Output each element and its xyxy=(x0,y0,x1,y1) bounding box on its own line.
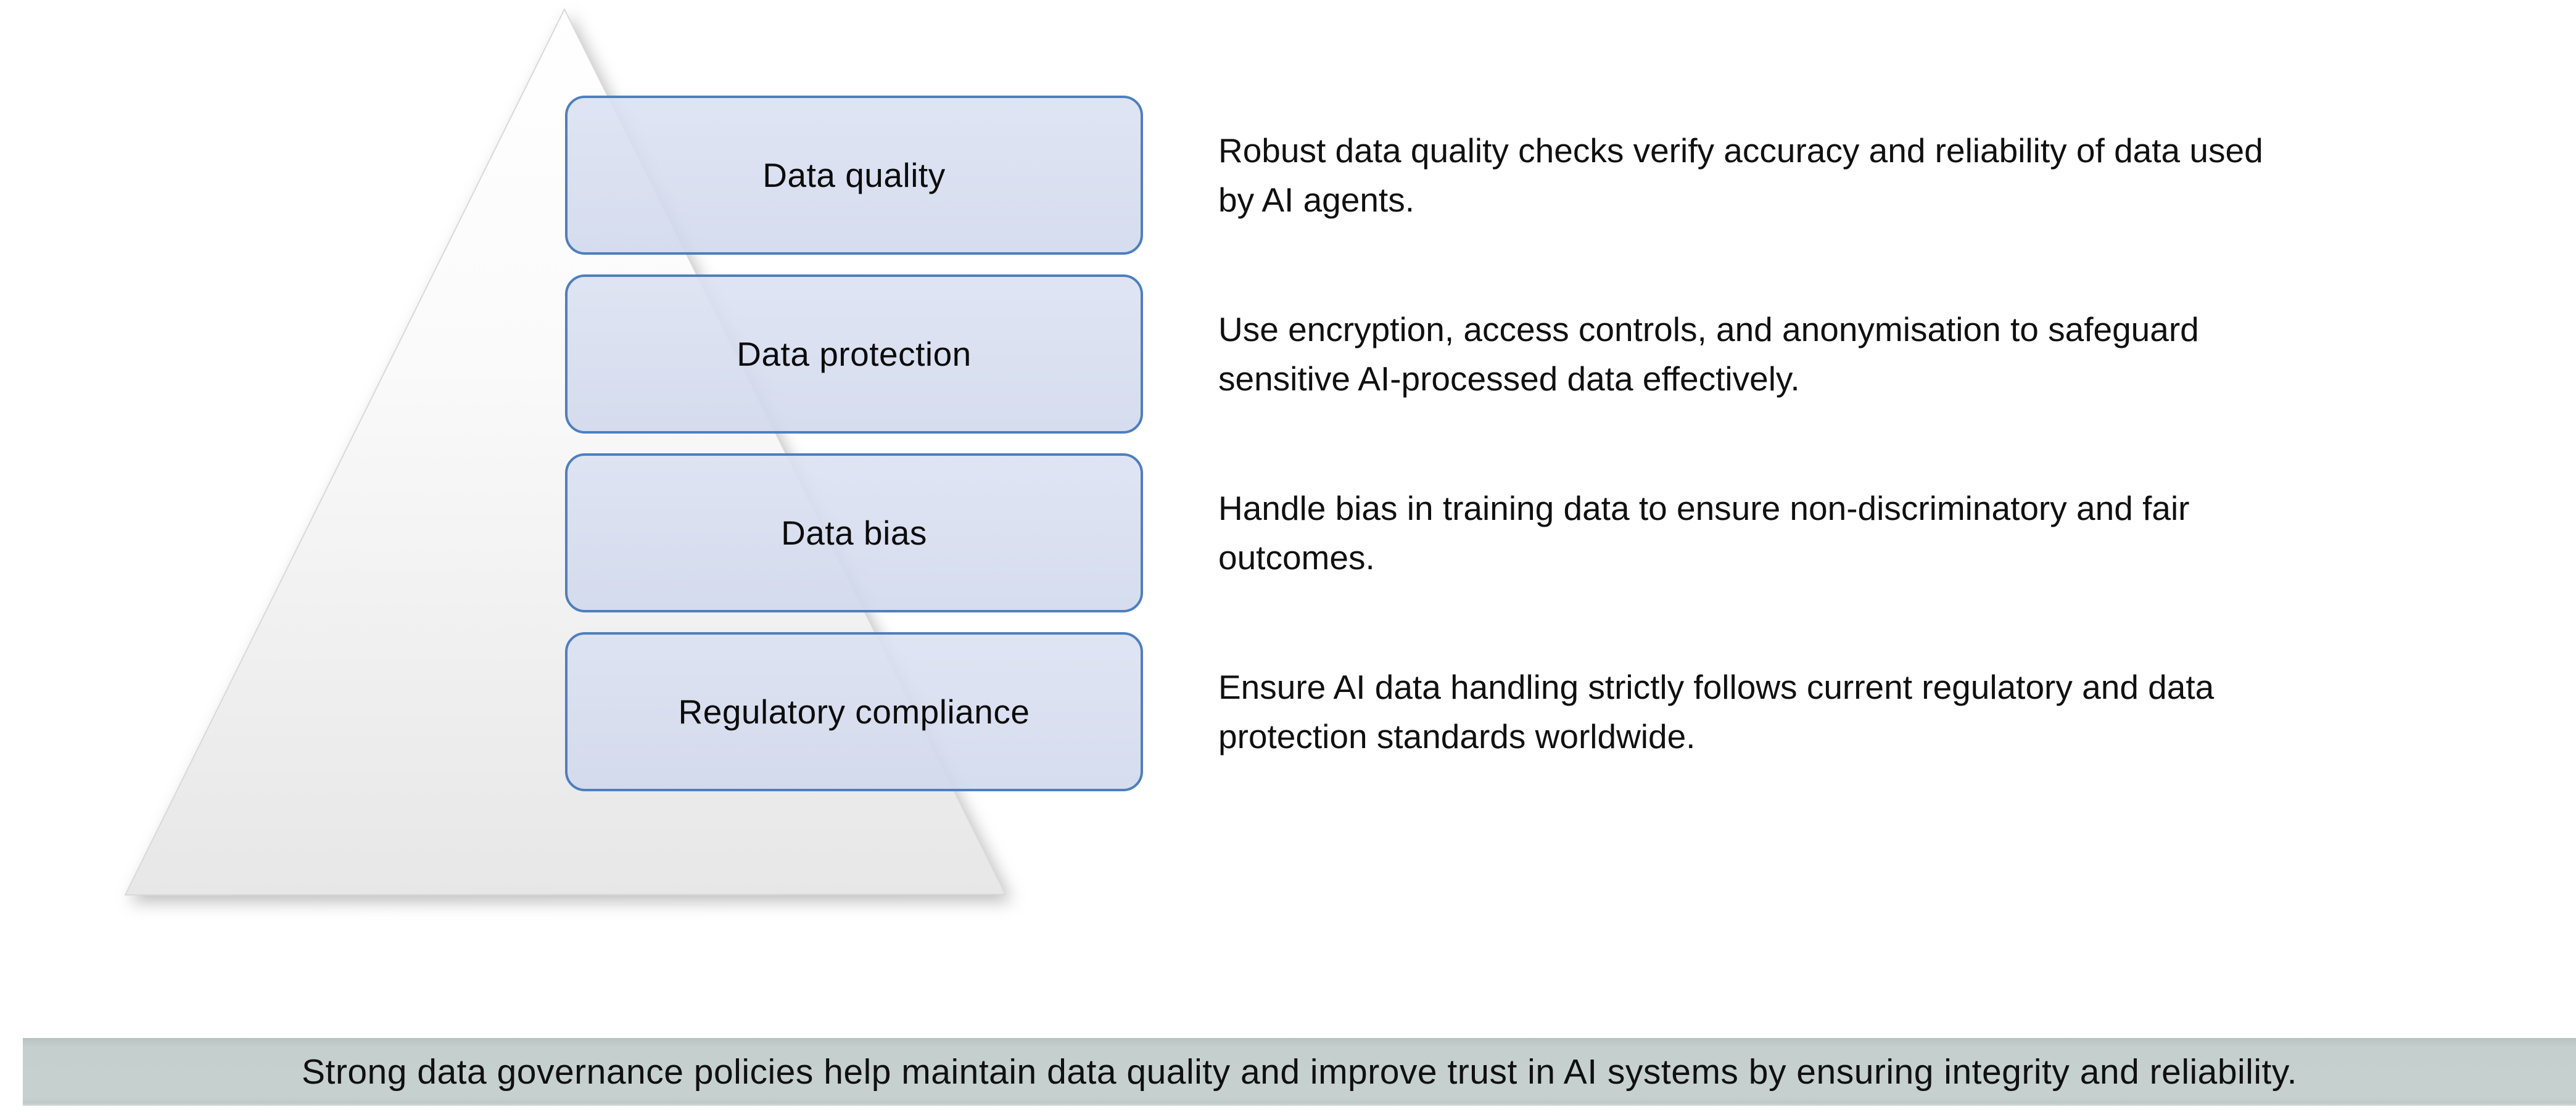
pyramid-box-label: Data quality xyxy=(762,156,946,194)
footer-banner: Strong data governance policies help mai… xyxy=(23,1038,2576,1106)
pyramid-box-data-quality: Data quality xyxy=(565,96,1143,255)
pyramid-box-data-protection: Data protection xyxy=(565,274,1143,434)
pyramid-box-label: Data protection xyxy=(737,335,972,373)
pyramid-box-label: Regulatory compliance xyxy=(678,693,1030,731)
level-description-data-protection: Use encryption, access controls, and ano… xyxy=(1218,310,2199,398)
pyramid-row-data-quality: Data quality Robust data quality checks … xyxy=(565,96,2538,255)
footer-text: Strong data governance policies help mai… xyxy=(302,1052,2297,1092)
pyramid-row-data-bias: Data bias Handle bias in training data t… xyxy=(565,453,2538,612)
pyramid-box-label: Data bias xyxy=(781,514,927,552)
level-description-data-bias: Handle bias in training data to ensure n… xyxy=(1218,489,2190,577)
pyramid-row-data-protection: Data protection Use encryption, access c… xyxy=(565,274,2538,434)
pyramid-box-regulatory-compliance: Regulatory compliance xyxy=(565,632,1143,791)
level-description-data-quality: Robust data quality checks verify accura… xyxy=(1218,131,2263,219)
pyramid-box-data-bias: Data bias xyxy=(565,453,1143,612)
pyramid-row-regulatory-compliance: Regulatory compliance Ensure AI data han… xyxy=(565,632,2538,791)
level-description-regulatory-compliance: Ensure AI data handling strictly follows… xyxy=(1218,668,2215,756)
